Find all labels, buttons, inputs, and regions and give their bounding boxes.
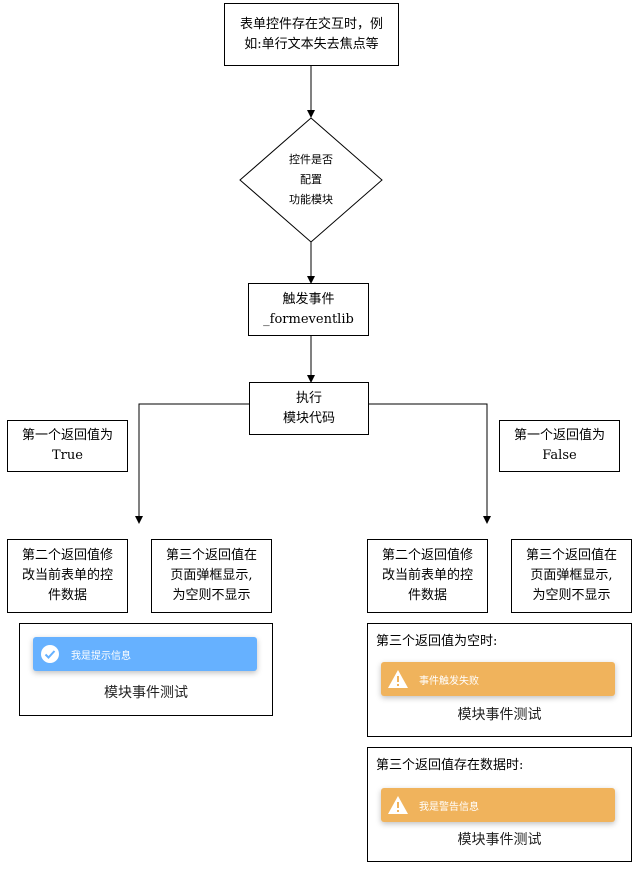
right-data-panel: 第三个返回值存在数据时: 我是警告信息 模块事件测试 [367,747,632,862]
execute-line1: 执行 [295,390,322,406]
failure-toast: 事件触发失败 [381,662,615,696]
start-line1: 表单控件存在交互时，例 [239,16,383,32]
right-empty-panel-caption: 模块事件测试 [457,707,542,723]
check-circle-icon [33,644,67,664]
false-label-line2: False [542,448,577,463]
left-third-line3: 为空则不显示 [172,588,251,603]
decision-line1: 控件是否 [289,153,333,166]
true-label-box: 第一个返回值为 True [7,420,128,472]
decision-diamond [239,117,383,243]
right-third-return-box: 第三个返回值在 页面弹框显示, 为空则不显示 [511,539,632,613]
right-data-panel-title: 第三个返回值存在数据时: [376,758,524,773]
right-second-line2: 改当前表单的控 [381,568,473,583]
left-second-line1: 第二个返回值修 [21,548,113,563]
decision-line3: 功能模块 [289,193,333,206]
left-third-line1: 第三个返回值在 [165,548,257,563]
left-second-line2: 改当前表单的控 [21,568,113,583]
warning-icon [381,669,415,689]
start-line2: 如:单行文本失去焦点等 [244,36,379,52]
warning-toast-text: 我是警告信息 [419,801,479,813]
right-third-line2: 页面弹框显示, [530,568,613,583]
trigger-box: 触发事件 _formeventlib [248,283,369,336]
failure-toast-text: 事件触发失败 [419,675,479,687]
arrow-execute-to-left [135,403,249,524]
false-label-box: 第一个返回值为 False [499,420,620,472]
right-second-line1: 第二个返回值修 [381,548,473,563]
right-empty-panel: 第三个返回值为空时: 事件触发失败 模块事件测试 [367,623,632,737]
execute-box: 执行 模块代码 [249,382,369,435]
false-label-line1: 第一个返回值为 [513,428,605,443]
decision-label: 控件是否 配置 功能模块 [261,150,361,210]
left-third-return-box: 第三个返回值在 页面弹框显示, 为空则不显示 [151,539,272,613]
info-toast: 我是提示信息 [33,637,257,671]
right-third-line1: 第三个返回值在 [525,548,617,563]
right-empty-panel-title: 第三个返回值为空时: [376,634,498,649]
true-label-line2: True [52,448,83,463]
trigger-line1: 触发事件 [282,291,335,307]
right-data-panel-caption: 模块事件测试 [457,832,542,848]
left-second-line3: 件数据 [47,588,87,603]
left-second-return-box: 第二个返回值修 改当前表单的控 件数据 [7,539,128,613]
right-second-line3: 件数据 [407,588,447,603]
decision-line2: 配置 [300,173,322,186]
execute-line2: 模块代码 [282,410,335,426]
start-box: 表单控件存在交互时，例 如:单行文本失去焦点等 [224,3,399,66]
trigger-line2: _formeventlib [263,311,354,327]
left-third-line2: 页面弹框显示, [170,568,253,583]
true-label-line1: 第一个返回值为 [21,428,113,443]
warning-icon [381,795,415,815]
right-second-return-box: 第二个返回值修 改当前表单的控 件数据 [367,539,488,613]
arrow-execute-to-right [369,403,491,524]
warning-toast: 我是警告信息 [381,788,615,822]
info-toast-text: 我是提示信息 [71,650,131,662]
right-third-line3: 为空则不显示 [532,588,611,603]
left-panel-caption: 模块事件测试 [104,685,188,701]
left-example-panel: 我是提示信息 模块事件测试 [19,623,273,716]
